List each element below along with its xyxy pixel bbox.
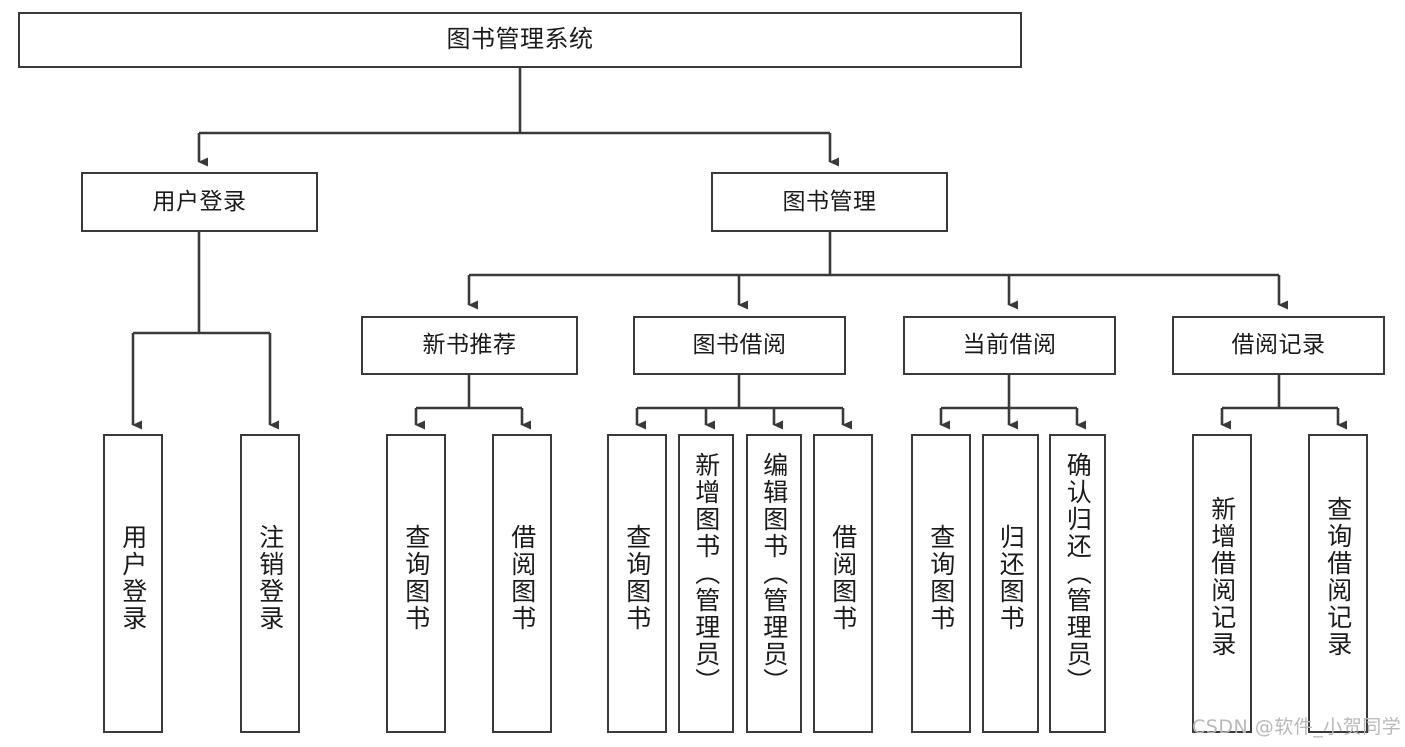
node-new-book-recommend-label: 新书推荐 (422, 332, 517, 359)
node-user-login-label: 用户登录 (152, 188, 247, 215)
node-leaf-query-book-2[interactable]: 查询图书 (607, 434, 667, 733)
node-book-borrow[interactable]: 图书借阅 (633, 316, 846, 375)
node-leaf-logout-login[interactable]: 注销登录 (240, 434, 300, 733)
node-leaf-add-book-label: 新增图书（管理员） (691, 452, 721, 695)
node-new-book-recommend[interactable]: 新书推荐 (361, 316, 578, 375)
node-leaf-return-book-label: 归还图书 (996, 524, 1026, 632)
node-leaf-query-book-2-label: 查询图书 (622, 524, 652, 632)
node-leaf-query-book-3-label: 查询图书 (926, 524, 956, 632)
node-current-borrow-label: 当前借阅 (962, 332, 1057, 359)
csdn-watermark: CSDN @软件_小贺同学 (1192, 716, 1402, 738)
node-leaf-user-login-label: 用户登录 (118, 524, 148, 632)
node-leaf-borrow-book-1[interactable]: 借阅图书 (492, 434, 552, 733)
node-leaf-user-login[interactable]: 用户登录 (103, 434, 163, 733)
node-leaf-borrow-book-2-label: 借阅图书 (828, 524, 858, 632)
node-leaf-edit-book-label: 编辑图书（管理员） (759, 452, 789, 695)
node-leaf-query-book-1-label: 查询图书 (401, 524, 431, 632)
node-leaf-return-book[interactable]: 归还图书 (982, 434, 1039, 733)
node-leaf-query-book-1[interactable]: 查询图书 (386, 434, 446, 733)
node-leaf-borrow-book-2[interactable]: 借阅图书 (813, 434, 873, 733)
node-leaf-edit-book[interactable]: 编辑图书（管理员） (746, 434, 802, 733)
node-root-label: 图书管理系统 (446, 25, 594, 54)
node-leaf-query-book-3[interactable]: 查询图书 (911, 434, 971, 733)
node-current-borrow[interactable]: 当前借阅 (903, 316, 1116, 375)
node-borrow-record-label: 借阅记录 (1231, 332, 1326, 359)
node-user-login[interactable]: 用户登录 (81, 172, 318, 232)
node-leaf-query-record-label: 查询借阅记录 (1323, 496, 1353, 658)
node-leaf-query-record[interactable]: 查询借阅记录 (1308, 434, 1368, 733)
node-leaf-confirm-return[interactable]: 确认归还（管理员） (1049, 434, 1106, 733)
node-leaf-add-record[interactable]: 新增借阅记录 (1192, 434, 1252, 733)
node-root[interactable]: 图书管理系统 (18, 12, 1022, 68)
node-book-manage[interactable]: 图书管理 (711, 172, 948, 232)
node-leaf-borrow-book-1-label: 借阅图书 (507, 524, 537, 632)
node-leaf-logout-login-label: 注销登录 (255, 524, 285, 632)
node-book-manage-label: 图书管理 (782, 188, 877, 215)
node-leaf-add-record-label: 新增借阅记录 (1207, 496, 1237, 658)
node-leaf-confirm-return-label: 确认归还（管理员） (1063, 452, 1093, 695)
node-leaf-add-book[interactable]: 新增图书（管理员） (678, 434, 734, 733)
node-book-borrow-label: 图书借阅 (692, 332, 787, 359)
node-borrow-record[interactable]: 借阅记录 (1172, 316, 1385, 375)
